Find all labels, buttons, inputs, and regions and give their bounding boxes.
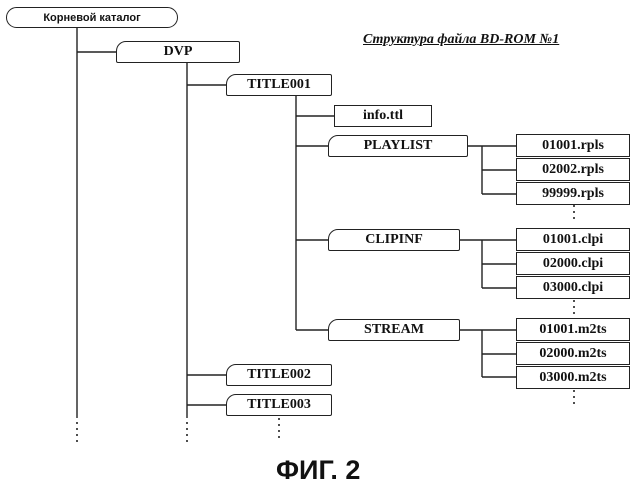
figure-label: ФИГ. 2 [276,455,360,486]
file-clpi-01001: 01001.clpi [516,228,630,251]
file-clpi-02000: 02000.clpi [516,252,630,275]
node-label: 99999.rpls [542,186,604,202]
folder-playlist: PLAYLIST [328,135,468,157]
file-m2ts-03000: 03000.m2ts [516,366,630,389]
folder-dvp: DVP [116,41,240,63]
folder-clipinf: CLIPINF [328,229,460,251]
folder-stream: STREAM [328,319,460,341]
node-label: DVP [164,44,193,60]
node-label: 02000.m2ts [539,346,606,362]
file-rpls-01001: 01001.rpls [516,134,630,157]
folder-title003: TITLE003 [226,394,332,416]
node-label: TITLE001 [247,77,311,93]
diagram-caption: Структура файла BD-ROM №1 [363,32,559,48]
file-rpls-99999: 99999.rpls [516,182,630,205]
node-label: PLAYLIST [364,138,433,154]
file-rpls-02002: 02002.rpls [516,158,630,181]
node-label: STREAM [364,322,424,338]
node-label: CLIPINF [365,232,423,248]
node-label: TITLE002 [247,367,311,383]
file-m2ts-02000: 02000.m2ts [516,342,630,365]
folder-title002: TITLE002 [226,364,332,386]
node-label: TITLE003 [247,397,311,413]
node-label: 01001.rpls [542,138,604,154]
node-label: info.ttl [363,108,403,124]
node-label: 01001.clpi [543,232,603,248]
folder-title001: TITLE001 [226,74,332,96]
node-label: 03000.m2ts [539,370,606,386]
node-label: Корневой каталог [43,12,140,24]
root-directory-node: Корневой каталог [6,7,178,28]
file-clpi-03000: 03000.clpi [516,276,630,299]
node-label: 03000.clpi [543,280,603,296]
node-label: 01001.m2ts [539,322,606,338]
node-label: 02000.clpi [543,256,603,272]
file-m2ts-01001: 01001.m2ts [516,318,630,341]
file-info-ttl: info.ttl [334,105,432,127]
node-label: 02002.rpls [542,162,604,178]
